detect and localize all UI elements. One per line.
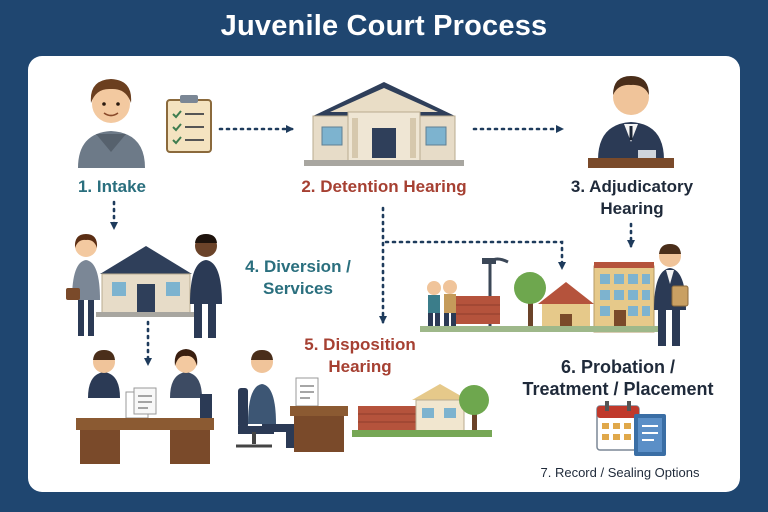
page-title: Juvenile Court Process xyxy=(220,10,548,42)
step-6-label-line1: 6. Probation / xyxy=(560,357,675,377)
step-5-label-line2: Hearing xyxy=(328,357,392,376)
community-icon xyxy=(352,384,492,437)
step-4-label: 4. Diversion / Services xyxy=(230,256,366,300)
step-3-label: 3. Adjudicatory Hearing xyxy=(548,176,716,220)
flow-connectors xyxy=(110,125,635,366)
step-7-label: 7. Record / Sealing Options xyxy=(540,465,700,480)
courthouse-icon xyxy=(304,82,464,166)
judge-icon xyxy=(588,76,674,168)
step-2-label: 2. Detention Hearing xyxy=(301,177,467,196)
neighborhood-icon xyxy=(420,257,660,333)
step-4-label-line2: Services xyxy=(263,279,333,298)
worker-desk-icon xyxy=(236,350,348,452)
clipboard-icon xyxy=(166,95,212,153)
step-3-label-line1: 3. Adjudicatory xyxy=(570,177,694,196)
document-icon xyxy=(634,414,666,456)
step-1-label: 1. Intake xyxy=(77,177,147,196)
step-6-label: 6. Probation / Treatment / Placement xyxy=(506,356,730,400)
step-3-label-line2: Hearing xyxy=(600,199,664,218)
step-5-label-line1: 5. Disposition xyxy=(304,335,416,354)
step-5-label: 5. Disposition Hearing xyxy=(290,334,430,378)
probation-officer-icon xyxy=(654,244,689,346)
calendar-icon xyxy=(596,401,640,451)
connector-detention-to-community xyxy=(384,240,566,270)
youth-icon xyxy=(78,79,145,168)
meeting-desk-icon xyxy=(76,349,214,464)
family-courthouse-icon xyxy=(66,234,222,338)
step-6-label-line2: Treatment / Placement xyxy=(522,379,714,399)
step-4-label-line1: 4. Diversion / xyxy=(245,257,351,276)
